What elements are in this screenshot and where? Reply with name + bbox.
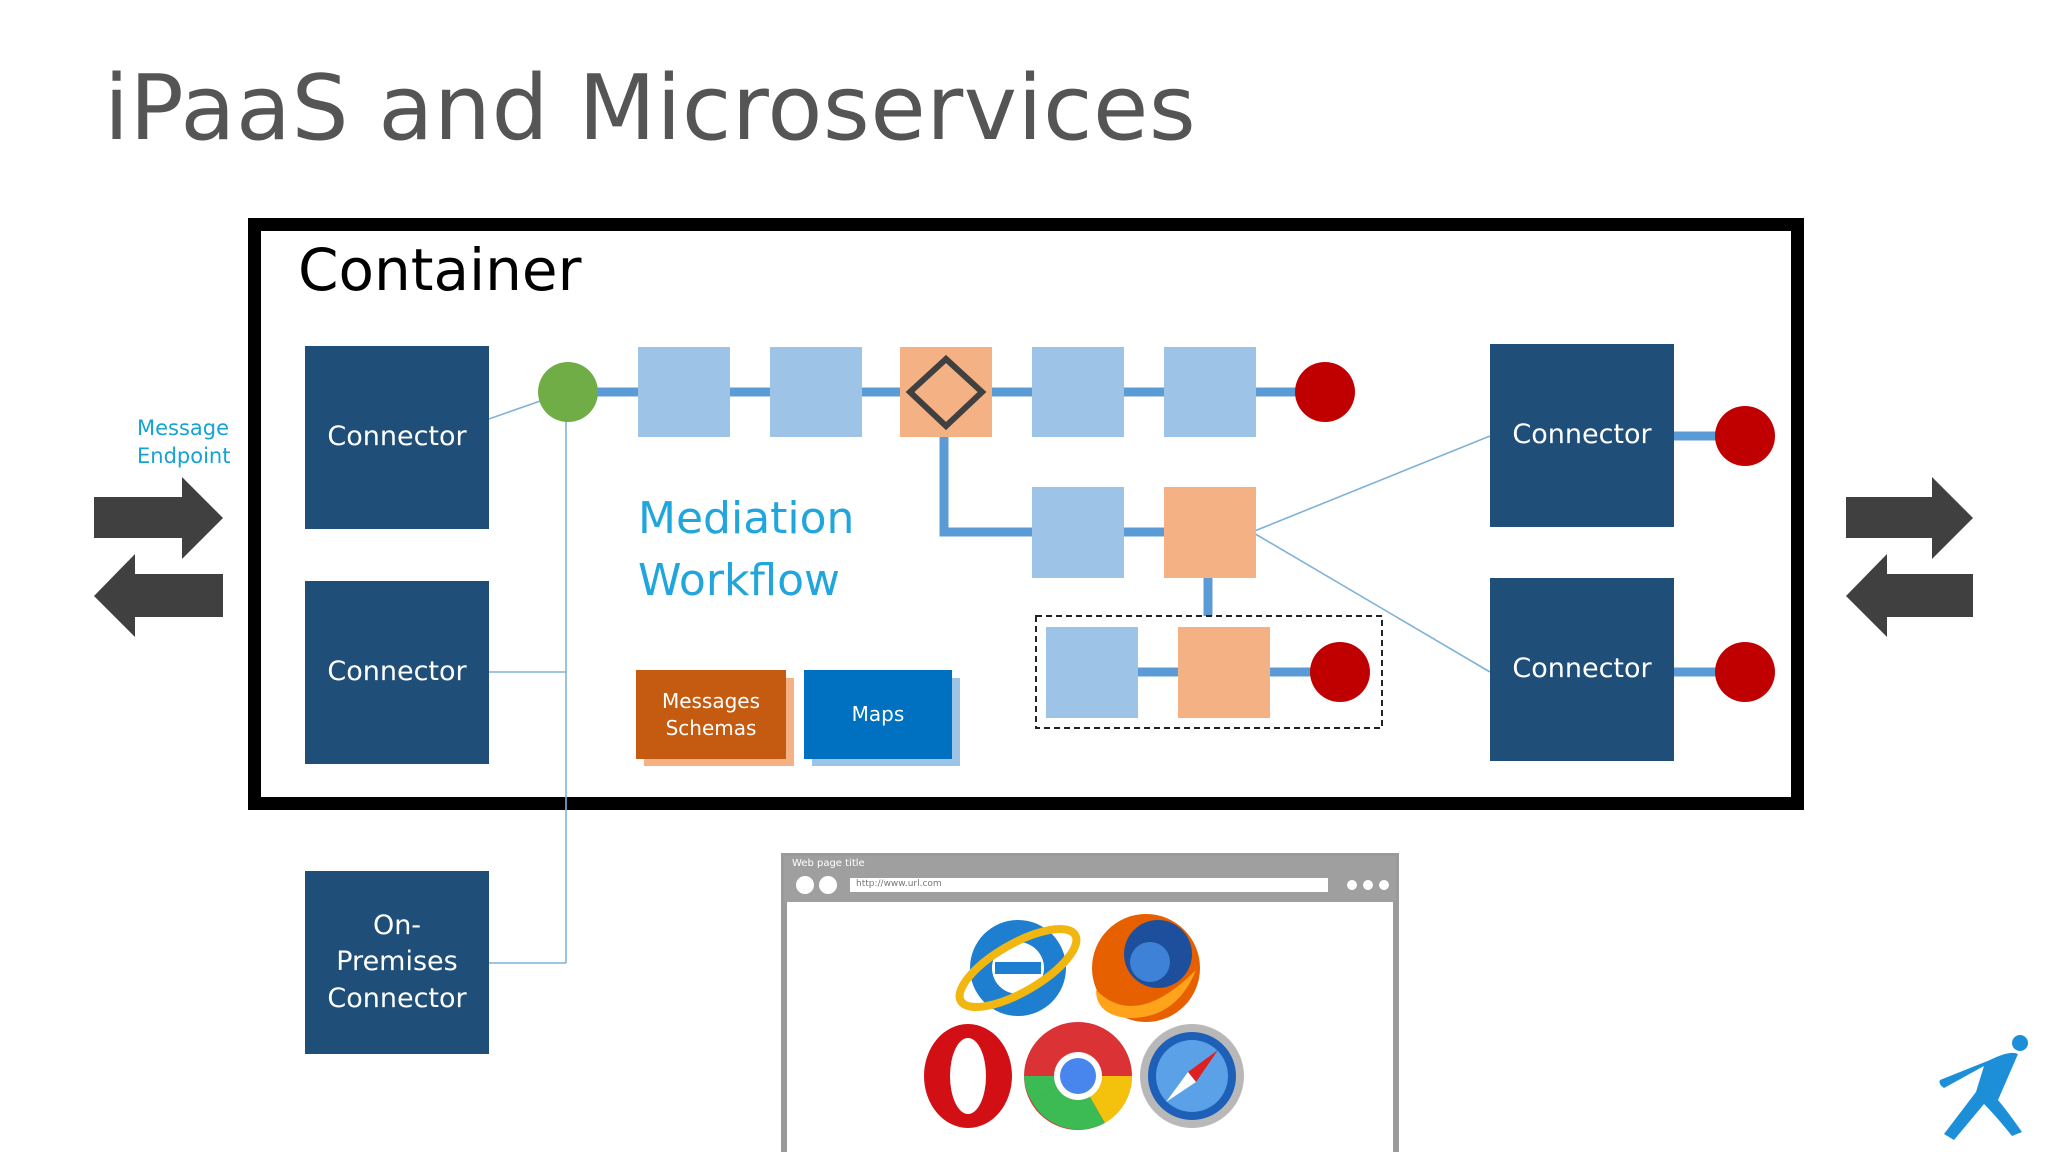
endpoint-label-line1: Message: [137, 416, 230, 440]
opera-icon: [924, 1024, 1012, 1128]
workflow-step: [638, 347, 730, 437]
firefox-icon: [1092, 914, 1200, 1022]
connector-top-left: Connector: [305, 346, 489, 529]
forward-icon: [819, 876, 837, 894]
runner-logo-icon: [1939, 1035, 2028, 1140]
subprocess-step: [1178, 627, 1270, 718]
inbound-arrow-icon: [94, 477, 223, 559]
container-label: Container: [298, 236, 582, 304]
router-step: [1164, 487, 1256, 578]
mediation-line2: Workflow: [638, 554, 841, 606]
safari-icon: [1140, 1024, 1244, 1128]
message-endpoint-label: Message Endpoint: [137, 414, 230, 471]
outbound-arrow-icon: [94, 554, 223, 637]
start-node: [538, 362, 598, 422]
mediation-line1: Mediation: [638, 493, 855, 544]
browser-url[interactable]: http://www.url.com: [856, 879, 942, 889]
workflow-step: [1032, 487, 1124, 578]
connector-bottom-right: Connector: [1490, 578, 1674, 761]
to-top-right-connector-line: [1251, 435, 1491, 533]
settings-icon: [1379, 880, 1389, 890]
home-icon: [1347, 880, 1357, 890]
workflow-step: [770, 347, 862, 437]
connector-top-right: Connector: [1490, 344, 1674, 527]
endpoint-label-line2: Endpoint: [137, 444, 231, 469]
end-node: [1295, 362, 1355, 422]
onprem-line2: Premises: [336, 946, 458, 978]
messages-line1: Messages: [661, 688, 761, 713]
workflow-step: [1164, 347, 1256, 437]
slide-title: iPaaS and Microservices: [104, 56, 1197, 161]
onprem-line1: On-: [372, 909, 422, 941]
connector-mid-left: Connector: [305, 581, 489, 764]
decision-diamond-icon: [905, 354, 987, 431]
subprocess-step: [1046, 627, 1138, 718]
to-bottom-right-connector-line: [1251, 531, 1491, 673]
top-right-end-node: [1715, 406, 1775, 466]
browser-window-title: Web page title: [792, 858, 865, 869]
messages-schemas-chip: Messages Schemas: [636, 670, 786, 759]
favorites-icon: [1363, 880, 1373, 890]
chrome-icon: [1024, 1022, 1133, 1130]
right-outbound-arrow-icon: [1846, 477, 1973, 559]
right-inbound-arrow-icon: [1846, 554, 1973, 637]
onprem-line3: Connector: [327, 982, 467, 1014]
bottom-right-end-node: [1715, 642, 1775, 702]
subprocess-end-node: [1310, 642, 1370, 702]
address-bar: [850, 878, 1328, 892]
back-icon: [796, 876, 814, 894]
connector-onprem: On- Premises Connector: [305, 871, 489, 1054]
workflow-step: [1032, 347, 1124, 437]
mediation-workflow-label: Mediation Workflow: [638, 488, 854, 611]
maps-chip: Maps: [804, 670, 952, 759]
container-frame: [248, 218, 1804, 810]
subprocess-frame: [1035, 615, 1383, 729]
messages-line2: Schemas: [665, 715, 757, 740]
internet-explorer-icon: [955, 920, 1081, 1016]
